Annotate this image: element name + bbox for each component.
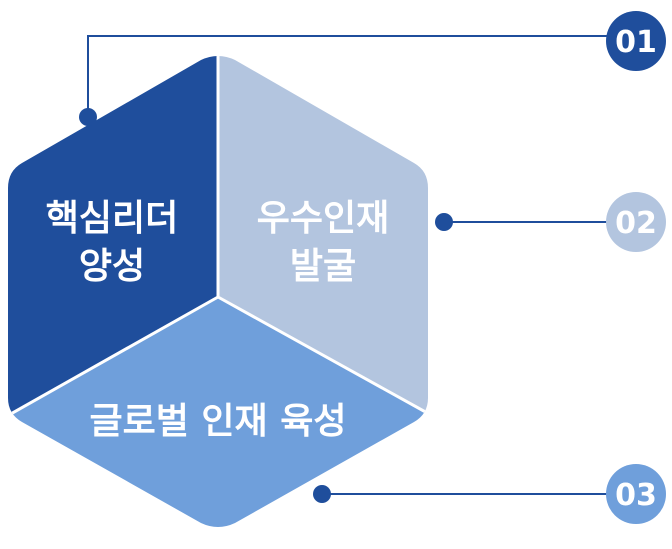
badge-03: [606, 464, 666, 524]
segment-label-talent-discovery-line2: 발굴: [290, 246, 356, 287]
segment-divider: [8, 295, 219, 422]
connector-dot-03: [313, 485, 331, 503]
badge-01: [606, 11, 666, 71]
badge-02-label: 02: [615, 206, 657, 241]
badge-01-label: 01: [615, 25, 657, 60]
badge-02: [606, 192, 666, 252]
segment-label-talent-discovery-line1: 우수인재: [257, 198, 389, 239]
connector-dot-01: [79, 108, 97, 126]
hexagon: [8, 56, 428, 527]
segment-label-global-talent: 글로벌 인재 육성: [90, 401, 347, 442]
connector-dot-02: [435, 213, 453, 231]
connector-line-01: [87, 35, 620, 117]
segment-label-core-leader-line2: 양성: [79, 246, 145, 287]
badge-03-label: 03: [615, 478, 657, 513]
segment-label-core-leader-line1: 핵심리더: [46, 198, 178, 239]
segment-divider: [217, 295, 428, 422]
